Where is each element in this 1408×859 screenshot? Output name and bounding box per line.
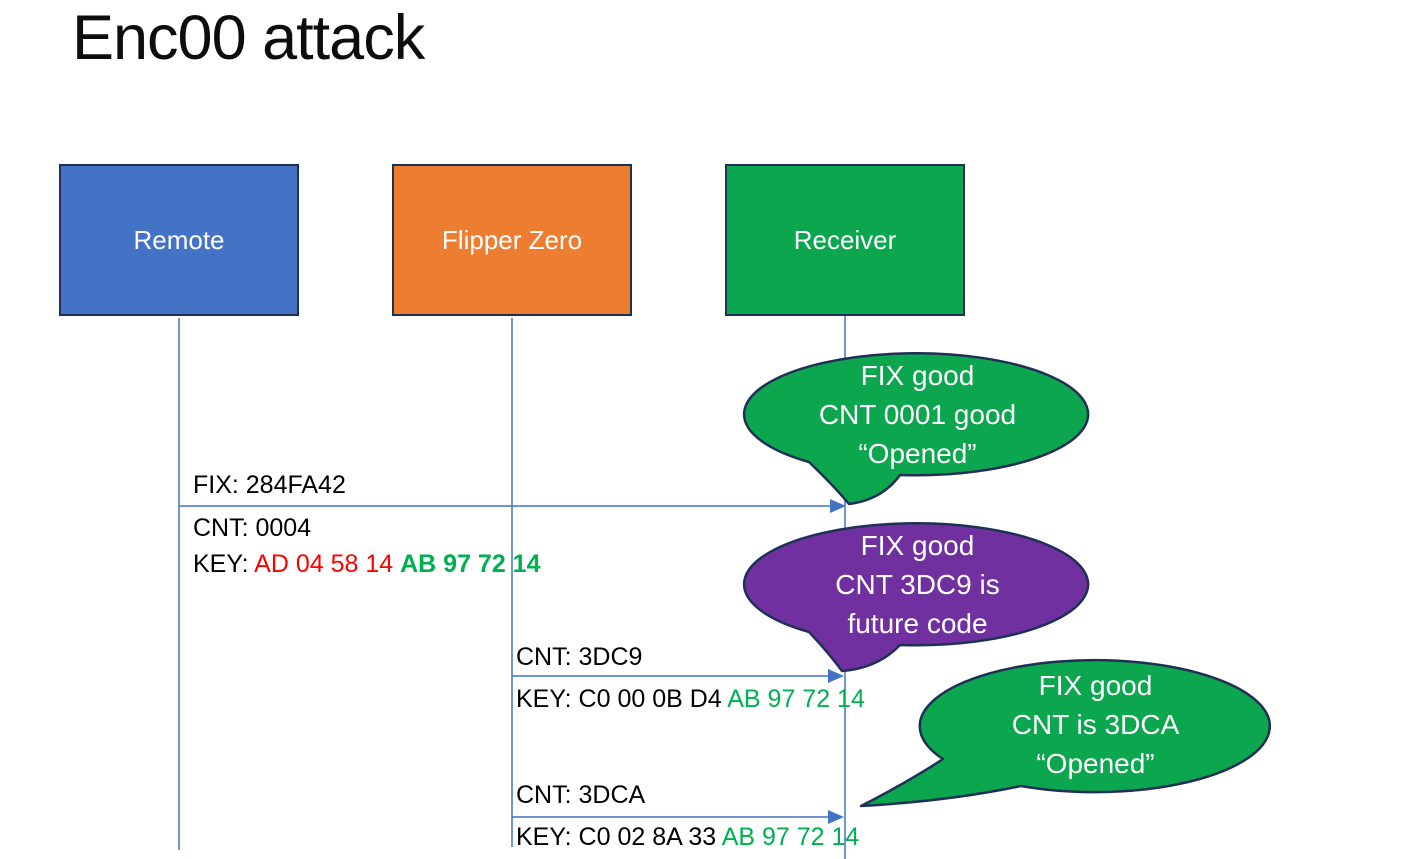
callout-2-line-1: FIX good (860, 530, 975, 561)
message-3-arrowhead-icon (828, 810, 844, 824)
callout-1-bubble (742, 352, 1090, 506)
message-3-key-label: KEY: C0 02 8A 33 AB 97 72 14 (516, 822, 859, 852)
message-3-key-green-bytes: AB 97 72 14 (721, 823, 860, 851)
actor-label-receiver: Receiver (793, 225, 897, 255)
callout-2-text: FIX good CNT 3DC9 is future code (745, 526, 1090, 643)
message-2-key-green-bytes: AB 97 72 14 (727, 685, 865, 713)
callout-1-text: FIX good CNT 0001 good “Opened” (745, 356, 1090, 473)
message-1-key-red-bytes: AD 04 58 14 (254, 550, 401, 578)
actor-box-receiver: Receiver (725, 164, 965, 316)
message-3-cnt-label: CNT: 3DCA (516, 781, 646, 809)
callout-3-bubble (859, 658, 1272, 808)
message-1-key-label: KEY: AD 04 58 14 AB 97 72 14 (193, 549, 540, 579)
message-3-key-prefix: KEY: C0 02 8A 33 (516, 823, 722, 851)
callout-3-line-1: FIX good (1038, 670, 1153, 701)
callout-3-line-3: “Opened” (1036, 748, 1155, 779)
actor-box-remote: Remote (59, 164, 299, 316)
message-2-cnt-label: CNT: 3DC9 (516, 643, 643, 671)
callout-3-line-2: CNT is 3DCA (1011, 709, 1180, 740)
message-1-cnt-label: CNT: 0004 (193, 514, 312, 542)
callout-2-line-2: CNT 3DC9 is (835, 569, 1000, 600)
actor-label-flipper-zero: Flipper Zero (441, 225, 583, 255)
callout-2-bubble (742, 522, 1090, 673)
message-1-arrowhead-icon (830, 499, 846, 513)
callout-3-text: FIX good CNT is 3DCA “Opened” (923, 666, 1268, 783)
message-1-key-prefix: KEY: (193, 550, 255, 578)
actor-box-flipper-zero: Flipper Zero (392, 164, 632, 316)
message-1-key-green-bytes: AB 97 72 14 (400, 550, 541, 578)
callout-2-line-3: future code (847, 608, 988, 639)
actor-label-remote: Remote (133, 225, 225, 255)
message-1-fix-label: FIX: 284FA42 (193, 471, 346, 499)
callout-1-line-3: “Opened” (858, 438, 977, 469)
page-title: Enc00 attack (72, 3, 425, 73)
message-2-key-label: KEY: C0 00 0B D4 AB 97 72 14 (516, 684, 865, 714)
callout-1-line-1: FIX good (860, 360, 975, 391)
message-2-arrowhead-icon (828, 669, 844, 683)
message-2-key-prefix: KEY: C0 00 0B D4 (516, 685, 728, 713)
callout-1-line-2: CNT 0001 good (818, 399, 1017, 430)
